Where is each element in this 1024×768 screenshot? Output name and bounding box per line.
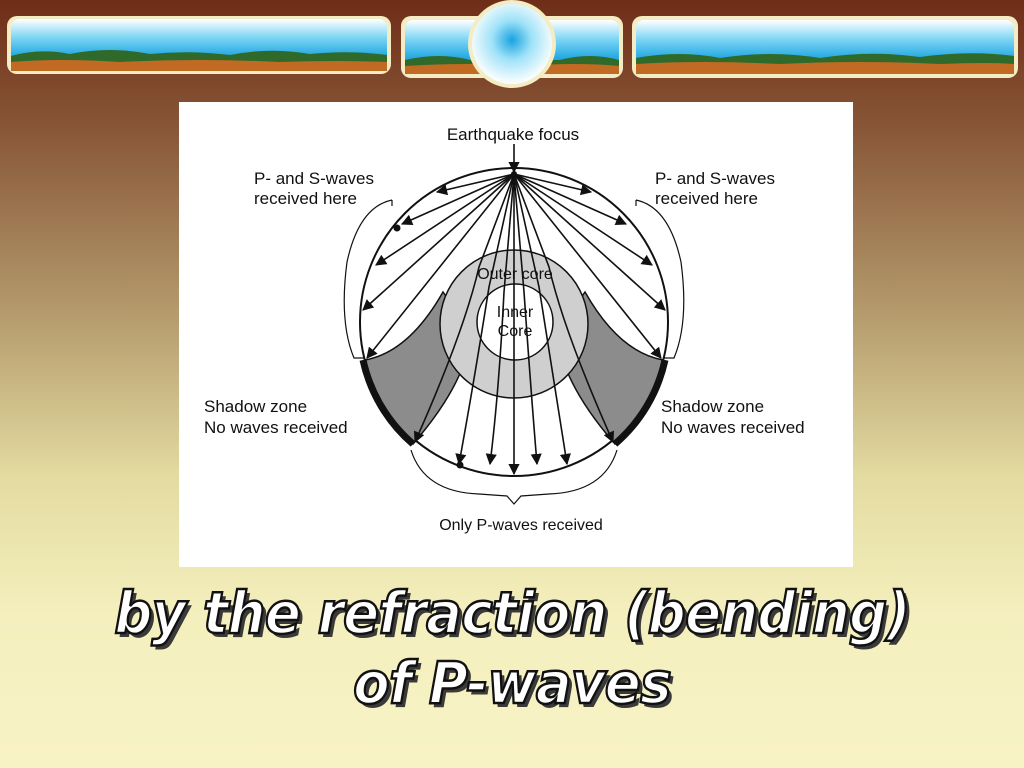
banner-panel-left (7, 16, 391, 74)
left-shadow-label-1: Shadow zone (204, 397, 307, 416)
inner-core-label-2: Core (498, 323, 533, 340)
globe-icon (468, 0, 556, 88)
bottom-label: Only P-waves received (439, 517, 603, 534)
caption-line-2: of P-waves (352, 648, 673, 719)
slide-caption: by the refraction (bending) of P-waves (41, 578, 983, 719)
seismic-diagram: Earthquake focus P- and S-waves received… (179, 102, 853, 567)
right-ps-label-2: received here (655, 189, 758, 208)
earth-cross-section: Earthquake focus P- and S-waves received… (204, 125, 805, 534)
left-ps-label-2: received here (254, 189, 357, 208)
left-shadow-label-2: No waves received (204, 418, 348, 437)
station-dot-left (393, 224, 401, 232)
header-banner (7, 0, 1018, 88)
caption-line-1: by the refraction (bending) (113, 578, 912, 649)
inner-core-label-1: Inner (497, 304, 534, 321)
bracket-arcs (343, 199, 685, 505)
right-shadow-label-2: No waves received (661, 418, 805, 437)
left-ps-label-1: P- and S-waves (254, 169, 374, 188)
right-shadow-label-1: Shadow zone (661, 397, 764, 416)
outer-core-label: Outer core (477, 266, 553, 283)
focus-point (511, 171, 517, 177)
shadow-arc-right (612, 359, 669, 447)
wave-rays (362, 173, 666, 476)
shadow-arc-left (359, 359, 416, 447)
focus-label: Earthquake focus (447, 125, 579, 144)
station-dot-bottom (456, 461, 464, 469)
banner-panel-right (632, 16, 1018, 78)
inner-core (476, 283, 554, 361)
right-ps-label-1: P- and S-waves (655, 169, 775, 188)
